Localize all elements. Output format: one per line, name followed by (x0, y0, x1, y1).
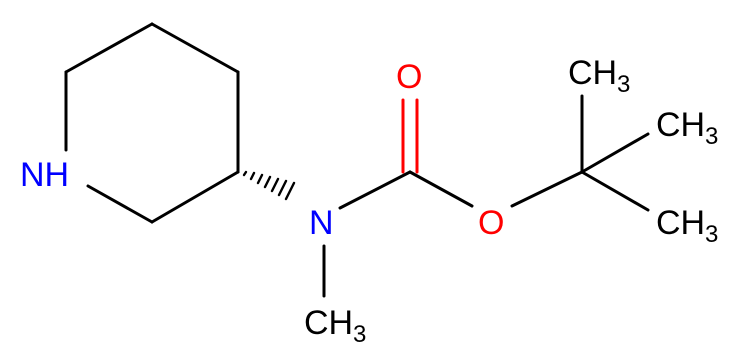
methyl-bottom-label: CH 3 (656, 204, 718, 248)
methyl-bottom-text: CH (656, 204, 705, 242)
atom-n-carbamate-label: N (309, 204, 334, 242)
atom-o-ester-label: O (478, 204, 504, 242)
hash-line (256, 173, 264, 185)
bond-quaternary-c-methyl-mid (580, 132, 650, 174)
bond-quaternary-c-methyl-bottom (580, 170, 650, 212)
bond-ring-c3-c2 (150, 170, 240, 224)
hash-line (263, 175, 272, 189)
atom-o-carbonyl-label: O (396, 58, 422, 96)
atom-nh-label: NH (20, 156, 69, 194)
stereo-hashed-wedge (242, 170, 296, 201)
methyl-top-label: CH 3 (568, 54, 630, 98)
hash-line (284, 181, 296, 201)
hash-line (249, 171, 256, 181)
piperidine-ring (64, 22, 240, 224)
methyl-top-text: CH (568, 54, 617, 92)
methyl-mid-label: CH 3 (656, 106, 718, 150)
carbamate-group (322, 98, 474, 298)
n-methyl-label: CH 3 (304, 304, 366, 348)
methyl-bottom-subscript: 3 (705, 221, 718, 248)
n-methyl-text: CH (304, 304, 353, 342)
hash-line (242, 170, 248, 177)
bond-ring-c2-nh (86, 184, 154, 224)
bond-ring-c5-c4 (150, 22, 240, 74)
bond-ring-c6-c5 (64, 22, 154, 74)
bond-o-quaternary-c (510, 170, 584, 208)
hash-line (277, 179, 288, 197)
bond-carbonyl-c-o-ester (408, 170, 474, 208)
hash-line (270, 177, 280, 193)
bond-n-carbonyl-c (338, 170, 412, 210)
tert-butyl-group (510, 94, 650, 212)
methyl-mid-text: CH (656, 106, 705, 144)
atom-labels: NH N O O CH 3 CH 3 CH 3 CH 3 (20, 54, 718, 348)
n-methyl-subscript: 3 (353, 321, 366, 348)
methyl-top-subscript: 3 (617, 71, 630, 98)
methyl-mid-subscript: 3 (705, 123, 718, 150)
